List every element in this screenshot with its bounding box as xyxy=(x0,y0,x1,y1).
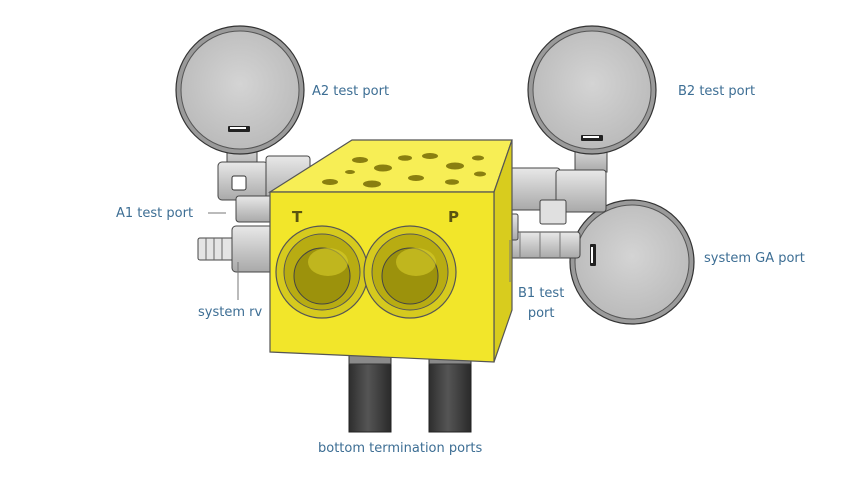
bottom-hose-left xyxy=(348,351,392,433)
system-rv-fitting xyxy=(197,225,277,273)
p-port-marking: P xyxy=(448,208,459,226)
t-port xyxy=(275,225,369,319)
p-port xyxy=(363,225,457,319)
bottom-termination-ports-label: bottom termination ports xyxy=(318,441,483,456)
a2-test-port-label: A2 test port xyxy=(312,84,390,99)
t-port-marking: T xyxy=(292,208,303,226)
b1-test-port-label: B1 test port xyxy=(518,284,564,324)
gauge-a2 xyxy=(175,25,305,173)
system-ga-fitting xyxy=(499,231,581,259)
manifold-block: T P xyxy=(267,139,513,363)
gauge-b2 xyxy=(527,25,657,173)
b2-test-port-label: B2 test port xyxy=(678,84,756,99)
bottom-hose-right xyxy=(428,351,472,433)
gauge-system-ga xyxy=(569,199,695,325)
a1-test-port-label: A1 test port xyxy=(116,206,194,221)
b2-fitting xyxy=(499,167,607,225)
b1-test-port-label-line2: port xyxy=(527,306,555,321)
system-ga-port-label: system GA port xyxy=(704,251,805,266)
b1-test-port-label-line1: B1 test xyxy=(518,286,565,301)
system-rv-label: system rv xyxy=(198,305,263,320)
